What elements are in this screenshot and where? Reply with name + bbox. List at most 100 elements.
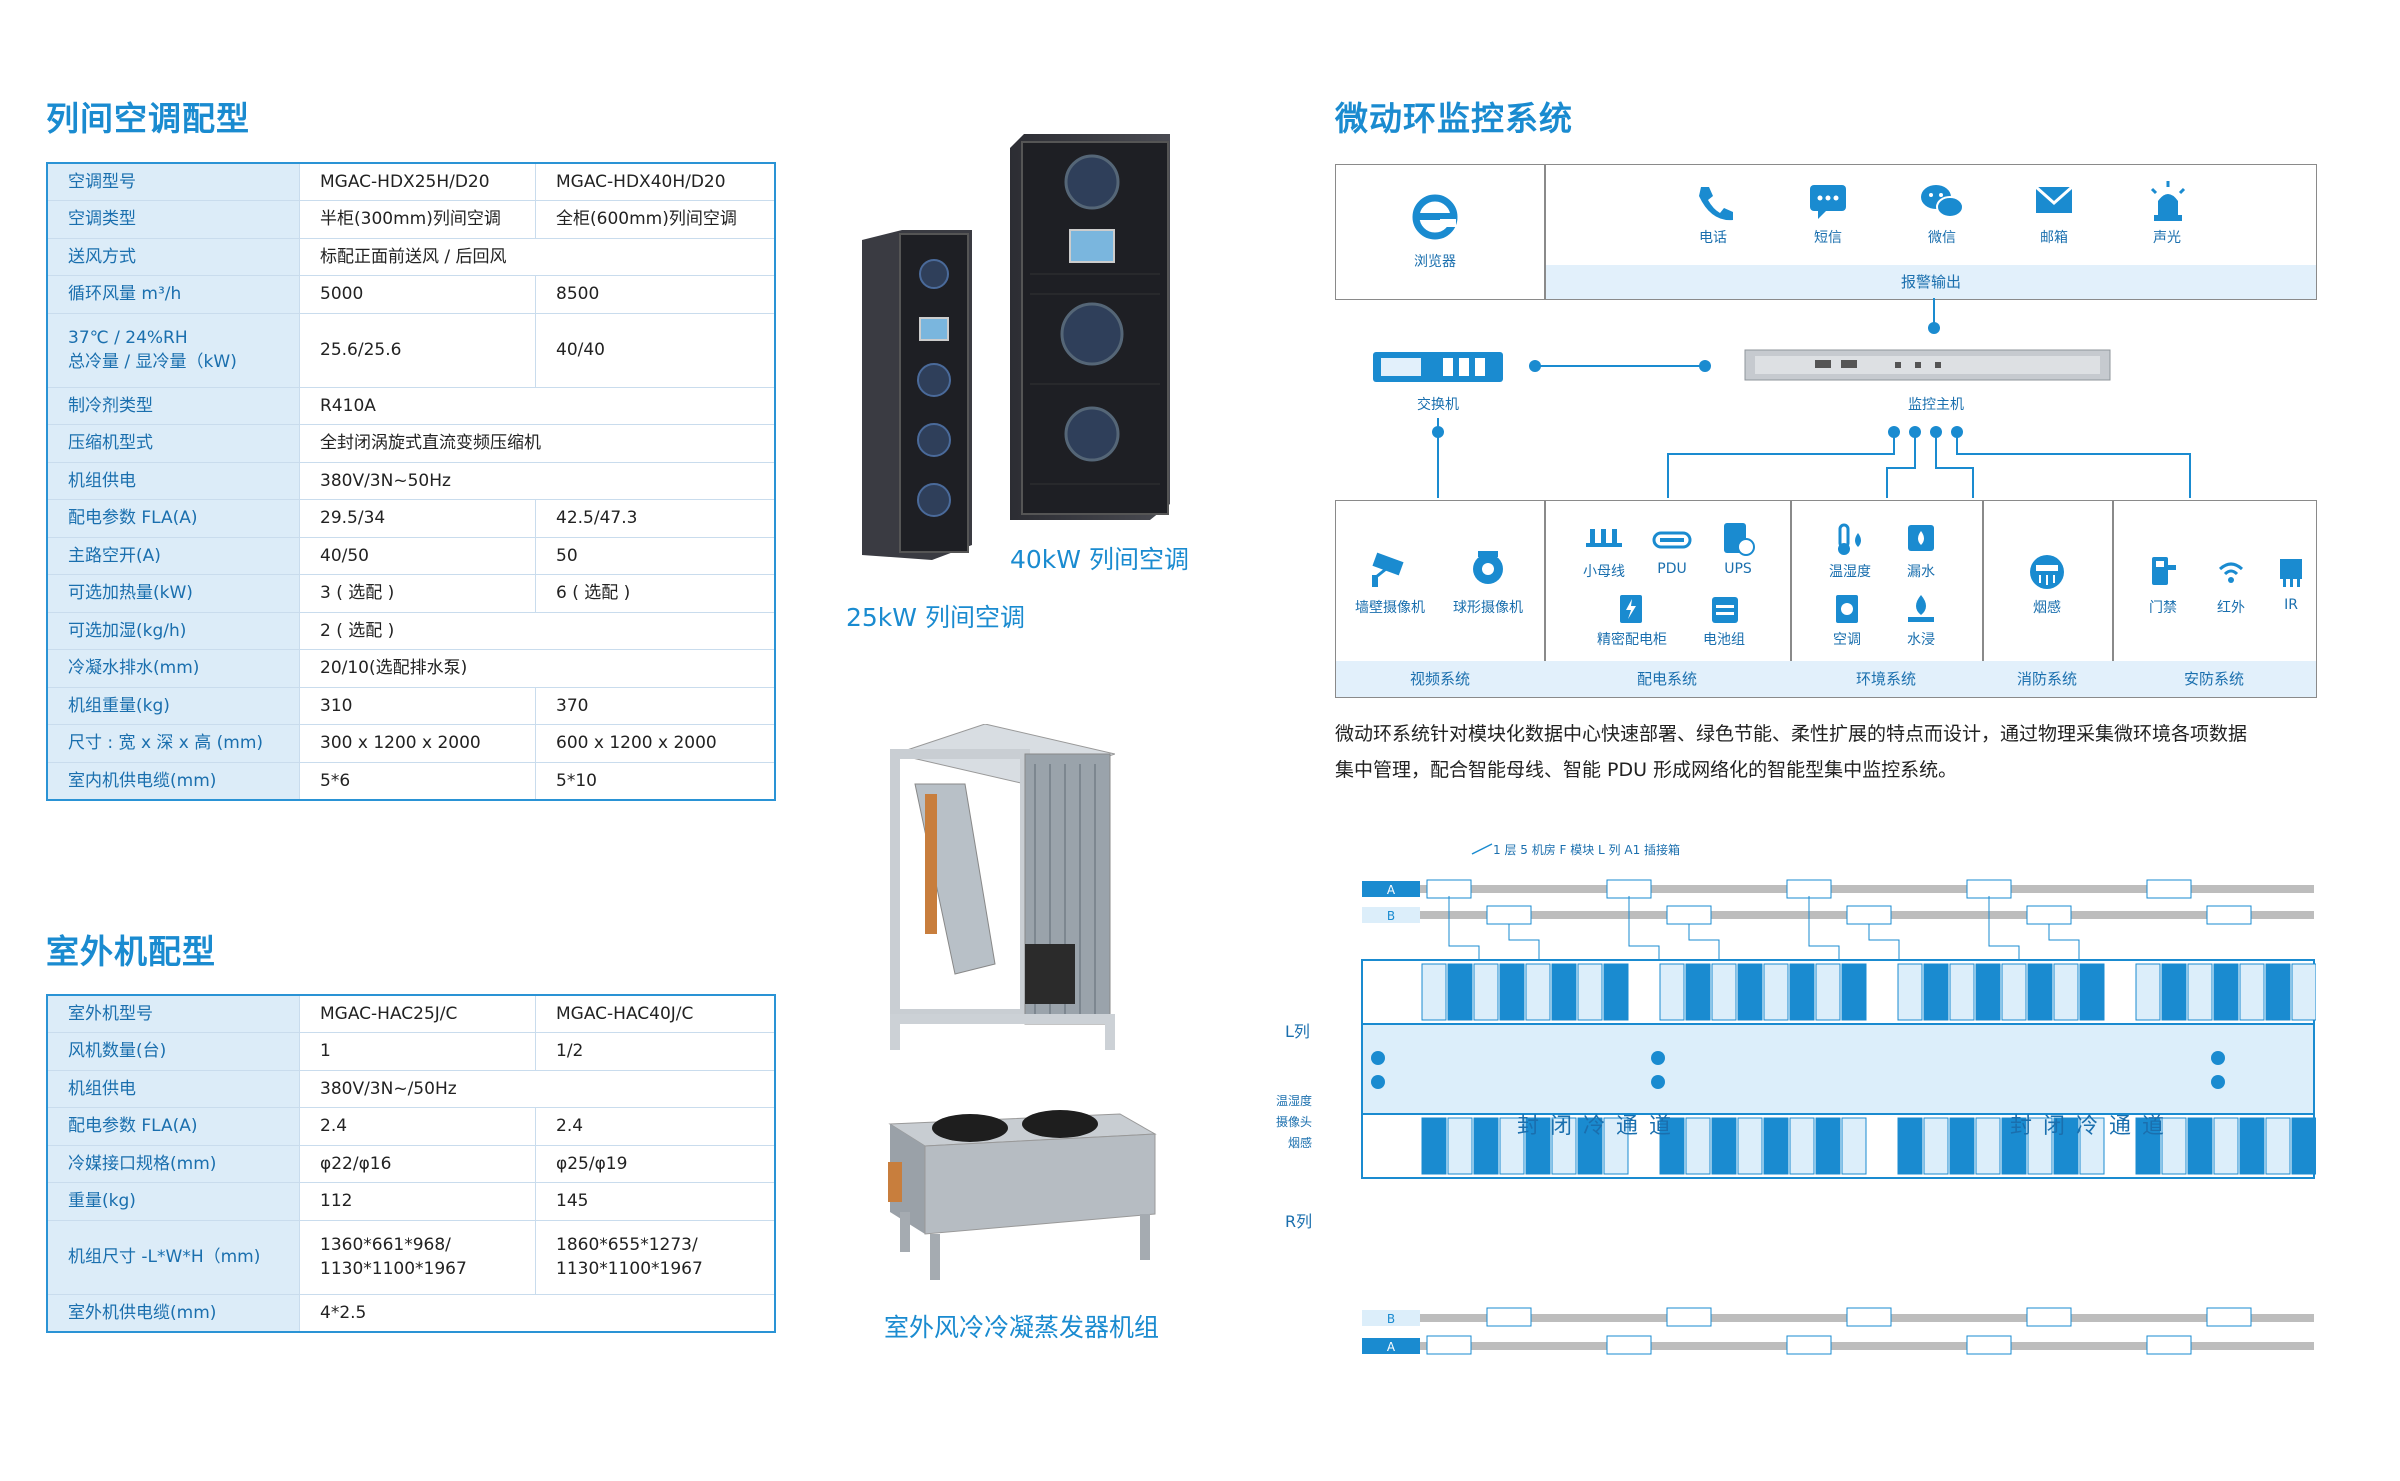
rack-l	[2079, 963, 2105, 1021]
rack-r	[1421, 1117, 1447, 1175]
alarm-mail-label: 邮箱	[2040, 230, 2068, 246]
caption-40kw: 40kW 列间空调	[1010, 545, 1189, 574]
alarm-output-label: 报警输出	[1546, 265, 2316, 299]
ac-40kw-image	[1010, 134, 1170, 520]
siren-icon	[2150, 181, 2186, 221]
caption-outdoor: 室外风冷冷凝蒸发器机组	[884, 1313, 1160, 1342]
rack-r	[1737, 1117, 1763, 1175]
bus-b-letter-bottom: B	[1387, 1312, 1395, 1326]
rack-l	[1789, 963, 1815, 1021]
group-power: 配电系统	[1544, 661, 1790, 697]
network-diagram	[1373, 298, 2191, 498]
spec-key: 37℃ / 24%RH 总冷量 / 显冷量（kW)	[47, 313, 300, 388]
rack-l	[2213, 963, 2239, 1021]
spec-value: 1860*655*1273/ 1130*1100*1967	[535, 1220, 775, 1295]
spec-value: 380V/3N~/50Hz	[299, 1070, 775, 1108]
subsystem-panel: 视频系统 配电系统 环境系统 消防系统 安防系统 墙壁摄像机 球形摄像机 小母线…	[1335, 500, 2317, 698]
rack-l	[2135, 963, 2161, 1021]
busbar-icon	[1586, 529, 1622, 547]
rack-l	[1685, 963, 1711, 1021]
plug-box	[1666, 1307, 1712, 1327]
spec-value: 1	[299, 1032, 536, 1071]
item-aircon: 空调	[1833, 632, 1861, 648]
cold-aisle-2: 封 闭 冷 通 道	[2010, 1114, 2166, 1139]
item-flood: 水浸	[1907, 632, 1935, 648]
access-control-icon	[2152, 557, 2176, 585]
rack-l	[2053, 963, 2079, 1021]
v-condenser-image	[890, 724, 1115, 1050]
ac-row: 空调类型半柜(300mm)列间空调全柜(600mm)列间空调	[47, 200, 775, 239]
rack-l	[1421, 963, 1447, 1021]
rack-r	[2079, 1117, 2105, 1175]
rack-l	[1975, 963, 2001, 1021]
feed-line	[1988, 896, 2020, 960]
spec-value: 2 ( 选配 )	[299, 612, 775, 650]
sensor-thermo: 温湿度	[1276, 1094, 1313, 1108]
spec-value: 6 ( 选配 )	[535, 574, 775, 613]
spec-key: 室外机型号	[47, 995, 300, 1033]
rack-r	[1577, 1117, 1603, 1175]
spec-value: 1360*661*968/ 1130*1100*1967	[299, 1220, 536, 1295]
item-access: 门禁	[2149, 600, 2177, 616]
rack-l	[1577, 963, 1603, 1021]
spec-key: 空调型号	[47, 163, 300, 201]
rack-r	[2053, 1117, 2079, 1175]
rack-r	[2213, 1117, 2239, 1175]
spec-value: 42.5/47.3	[535, 499, 775, 538]
rack-r	[2187, 1117, 2213, 1175]
busbar-a-top	[1402, 885, 2314, 893]
spec-value: 29.5/34	[299, 499, 536, 538]
group-video: 视频系统	[1336, 661, 1544, 697]
host-label: 监控主机	[1908, 397, 1964, 413]
mail-icon	[2035, 185, 2073, 213]
plug-box	[1426, 879, 1472, 899]
rack-l	[2161, 963, 2187, 1021]
spec-value: 25.6/25.6	[299, 313, 536, 388]
spec-value: 370	[535, 687, 775, 725]
plug-box	[1786, 879, 1832, 899]
bus-a-letter-bottom: A	[1387, 1340, 1396, 1354]
spec-value: 300 x 1200 x 2000	[299, 724, 536, 763]
spec-value: R410A	[299, 387, 775, 425]
wechat-icon	[1921, 185, 1964, 218]
plug-box	[1606, 1335, 1652, 1355]
spec-key: 冷凝水排水(mm)	[47, 649, 300, 688]
rack-r	[1975, 1117, 2001, 1175]
browser-label: 浏览器	[1414, 254, 1456, 270]
plug-box	[1486, 1307, 1532, 1327]
spec-key: 室内机供电缆(mm)	[47, 762, 300, 800]
outdoor-row: 室外机供电缆(mm)4*2.5	[47, 1294, 775, 1332]
feed-line	[2048, 924, 2080, 960]
plug-box	[1846, 905, 1892, 925]
pdu-icon	[1652, 531, 1692, 549]
plug-box	[1486, 905, 1532, 925]
group-environment: 环境系统	[1790, 661, 1982, 697]
rack-r	[2027, 1117, 2053, 1175]
spec-value: 全封闭涡旋式直流变频压缩机	[299, 424, 775, 463]
browser-icon	[1412, 194, 1458, 240]
battery-icon	[1712, 597, 1738, 623]
spec-key: 机组尺寸 -L*W*H（mm)	[47, 1220, 300, 1295]
spec-key: 机组重量(kg)	[47, 687, 300, 725]
rack-l	[1447, 963, 1473, 1021]
rack-l	[1841, 963, 1867, 1021]
plug-box	[2026, 1307, 2072, 1327]
smoke-detector-icon	[2030, 555, 2064, 589]
rack-l	[2001, 963, 2027, 1021]
spec-value: MGAC-HDX25H/D20	[299, 163, 536, 201]
sensor-smoke: 烟感	[1288, 1136, 1313, 1150]
rack-l	[1659, 963, 1685, 1021]
monitor-title: 微动环监控系统	[1335, 99, 1573, 138]
rack-r	[2239, 1117, 2265, 1175]
ac-row: 冷凝水排水(mm)20/10(选配排水泵)	[47, 649, 775, 688]
aisle-sensor	[1651, 1051, 1665, 1065]
cold-aisle	[1361, 1023, 2315, 1115]
